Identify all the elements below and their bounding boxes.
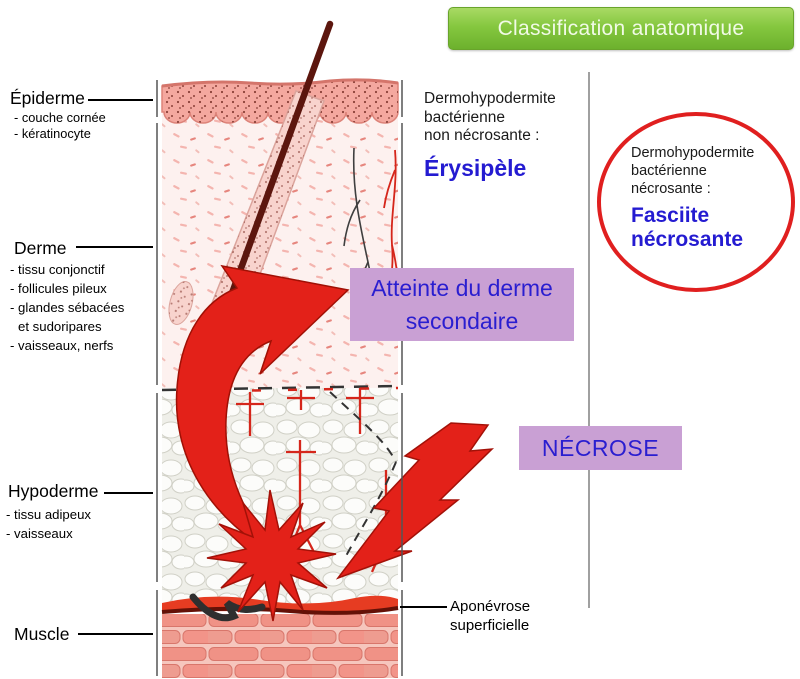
lightning-bolt-icon (335, 422, 495, 580)
necrose-label: NÉCROSE (541, 434, 660, 461)
atteinte-line: Atteinte du derme (371, 274, 553, 301)
annotation-line: bactérienne (631, 163, 707, 179)
annotation-line: nécrosante : (631, 181, 711, 197)
title-banner-label: Classification anatomique (497, 16, 745, 40)
aponeurosis-damage-squiggle (189, 593, 266, 622)
label-derme: Derme (14, 238, 67, 259)
leader-lines (76, 99, 447, 635)
disease-name-erysipele: Érysipèle (424, 154, 527, 181)
necrose-box: NÉCROSE (519, 426, 682, 470)
label-muscle: Muscle (14, 624, 69, 645)
list-item: - vaisseaux (6, 526, 73, 541)
label-hypoderme: Hypoderme (8, 481, 98, 502)
non-necrotizing-annotation: Dermohypodermite bactérienne non nécrosa… (424, 90, 594, 182)
list-item: - tissu adipeux (6, 507, 92, 522)
layer-brackets (156, 80, 403, 676)
curved-arrow-icon (175, 264, 350, 559)
list-item: - glandes sébacées (10, 300, 125, 315)
layer-name: Derme (14, 238, 67, 258)
annotation-line: Dermohypodermite (631, 145, 755, 161)
aponevrose-label: Aponévrose superficielle (450, 597, 530, 635)
list-item: - tissu conjonctif (10, 262, 105, 277)
list-item: et sudoripares (18, 319, 102, 334)
epidermis-layer (161, 78, 399, 124)
list-item: - couche cornée (14, 110, 106, 125)
layer-name: Hypoderme (8, 481, 99, 501)
title-banner: Classification anatomique (448, 7, 794, 50)
atteinte-derme-box: Atteinte du derme secondaire (350, 268, 574, 341)
annotation-line: Dermohypodermite (424, 90, 556, 107)
list-item: - kératinocyte (14, 125, 91, 141)
disease-name-fasciite: nécrosante (631, 228, 744, 251)
necrosis-starburst-icon (206, 489, 337, 622)
layer-name: Muscle (14, 624, 70, 644)
muscle-layer (162, 614, 398, 678)
atteinte-line: secondaire (405, 307, 519, 334)
necrotizing-annotation-circle: Dermohypodermite bactérienne nécrosante … (597, 112, 795, 292)
label-epiderme-items: - couche cornée - kératinocyte (14, 110, 106, 141)
layer-name: Épiderme (10, 88, 85, 108)
list-item: - follicules pileux (10, 281, 107, 296)
list-item: - vaisseaux, nerfs (10, 338, 114, 353)
label-epiderme: Épiderme (10, 88, 85, 109)
disease-name-fasciite: Fasciite (631, 204, 710, 227)
annotation-line: bactérienne (424, 108, 506, 126)
dermis-hypodermis-boundary (161, 384, 399, 394)
aponevrose-line: Aponévrose (450, 598, 531, 615)
annotation-line: non nécrosante : (424, 127, 540, 144)
label-hypoderme-items: - tissu adipeux - vaisseaux (6, 505, 91, 543)
aponevrose-line: superficielle (450, 617, 530, 634)
hypodermis-nerves (329, 391, 397, 557)
label-derme-items: - tissu conjonctif - follicules pileux -… (10, 260, 124, 355)
